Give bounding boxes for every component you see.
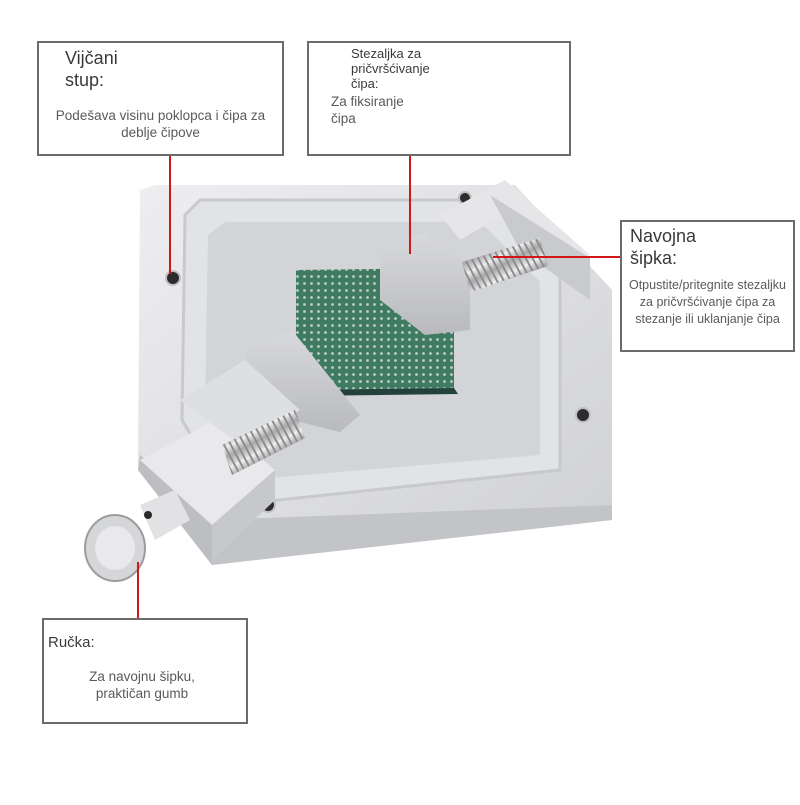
callout-title: Vijčani stup: bbox=[65, 48, 118, 90]
leader-line-screw-post bbox=[169, 156, 171, 274]
callout-description: Podešava visinu poklopca i čipa za deblj… bbox=[55, 108, 266, 140]
threaded-screw-icon bbox=[222, 410, 305, 475]
knurled-knob-icon bbox=[84, 490, 190, 582]
callout-clamp: Stezaljka za pričvršćivanje čipa: Za fik… bbox=[307, 41, 571, 156]
callout-title: Ručka: bbox=[48, 634, 95, 651]
threaded-screw-icon bbox=[462, 238, 548, 292]
callout-title: Navojna šipka: bbox=[630, 226, 697, 268]
leader-line-clamp bbox=[409, 156, 411, 254]
callout-threaded-rod: Navojna šipka: Otpustite/pritegnite stez… bbox=[620, 220, 795, 352]
callout-description: Za fiksiranje čipa bbox=[331, 94, 404, 126]
leader-line-handle bbox=[137, 562, 139, 618]
lower-clamp bbox=[140, 330, 360, 560]
leader-line-threaded-rod bbox=[493, 256, 621, 258]
callout-description: Otpustite/pritegnite stezaljku za pričvr… bbox=[628, 278, 787, 326]
callout-title: Stezaljka za pričvršćivanje čipa: bbox=[351, 46, 430, 91]
callout-description: Za navojnu šipku, praktičan gumb bbox=[89, 669, 195, 701]
callout-screw-post: Vijčani stup: Podešava visinu poklopca i… bbox=[37, 41, 284, 156]
callout-handle: Ručka: Za navojnu šipku, praktičan gumb bbox=[42, 618, 248, 724]
